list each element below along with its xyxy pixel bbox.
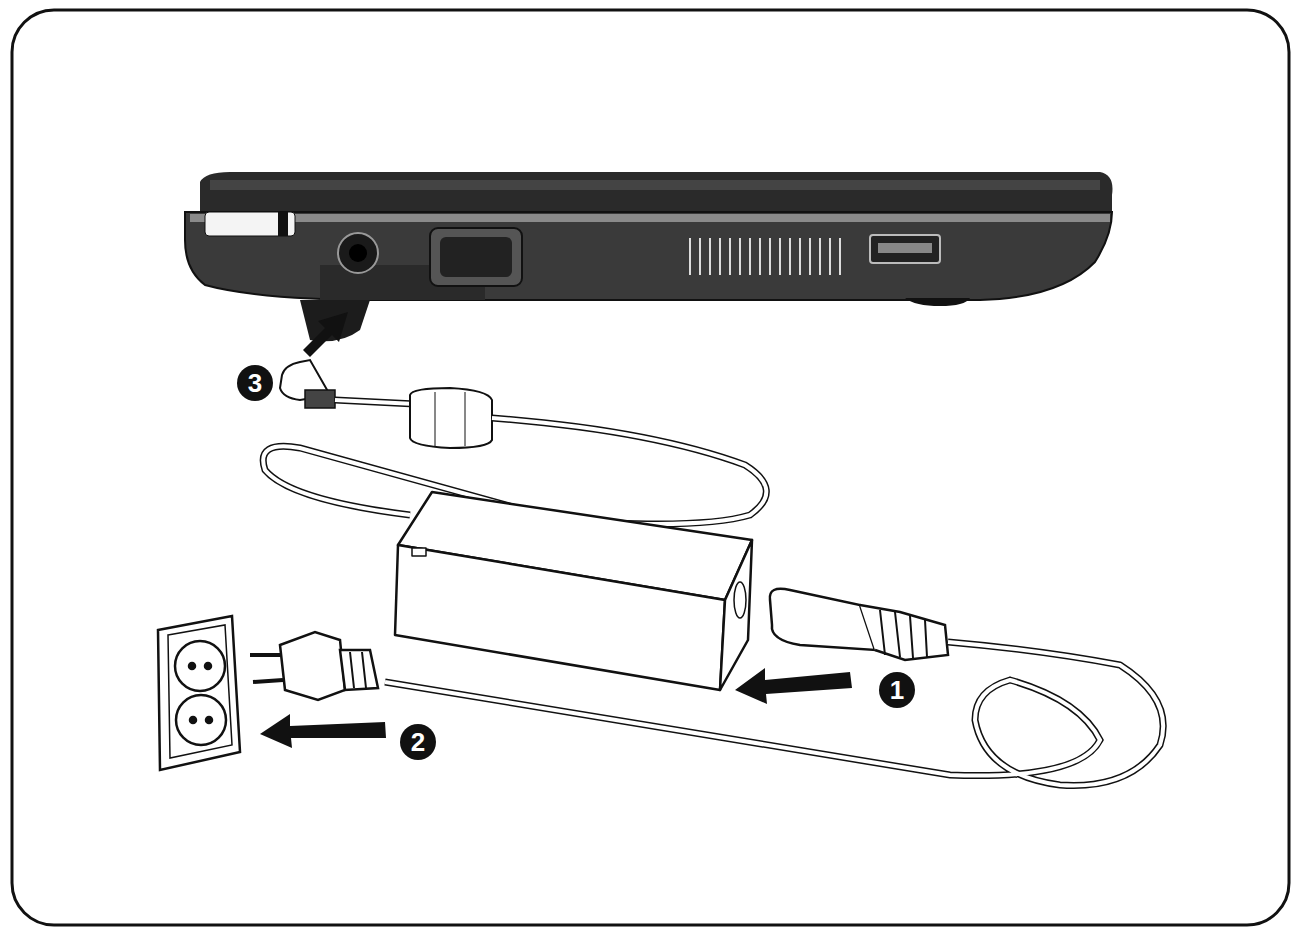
wall-outlet [158, 616, 240, 770]
callout-number: 3 [237, 365, 273, 401]
dc-cable [263, 360, 766, 524]
callout-number: 2 [400, 724, 436, 760]
frame [12, 10, 1289, 925]
laptop [185, 172, 1113, 341]
power-brick [395, 492, 752, 690]
callout-number: 1 [879, 672, 915, 708]
wall-plug [250, 632, 378, 700]
insert-arrow [260, 714, 386, 748]
insert-arrow [735, 668, 852, 704]
ac-cable [385, 589, 1163, 786]
insert-arrow [303, 312, 348, 357]
